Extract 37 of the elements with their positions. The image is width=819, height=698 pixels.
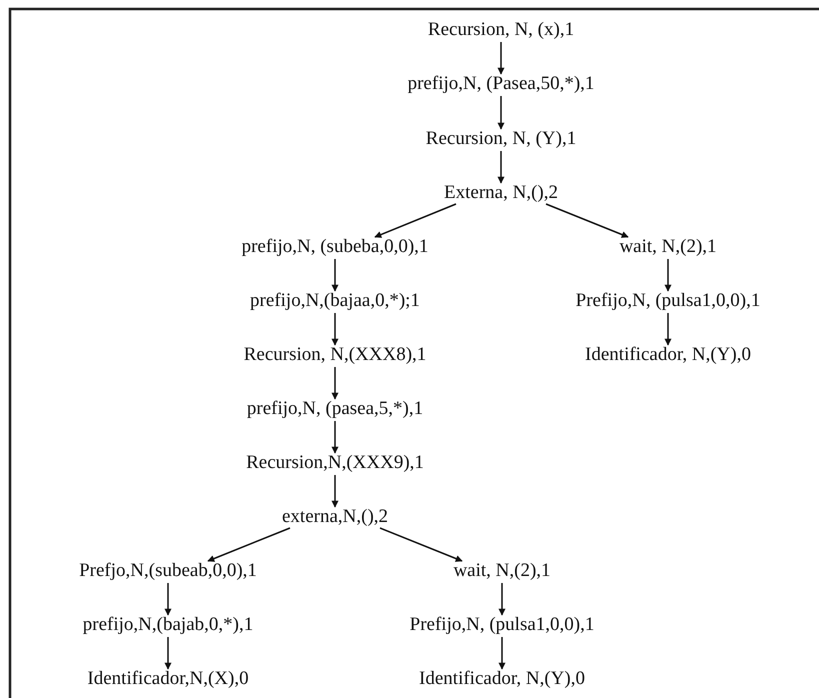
node-label: Prefijo,N, (pulsa1,0,0),1 <box>410 614 594 636</box>
arrow <box>374 203 456 238</box>
node-label: Identificador, N,(Y),0 <box>419 668 585 690</box>
node-label: prefijo,N,(bajaa,0,*);1 <box>250 290 420 312</box>
node-label: externa,N,(),2 <box>282 506 388 528</box>
node-label: wait, N,(2),1 <box>453 560 551 582</box>
arrow <box>380 527 463 562</box>
node-label: Recursion, N, (x),1 <box>428 19 574 41</box>
node-label: Recursion,N,(XXX9),1 <box>246 452 424 474</box>
node-label: prefijo,N, (pasea,5,*),1 <box>246 398 424 420</box>
node-label: Recursion, N, (Y),1 <box>426 128 576 150</box>
arrow <box>498 637 506 670</box>
arrow <box>546 203 629 238</box>
arrow <box>664 259 672 292</box>
node-label: Prefijo,N, (pulsa1,0,0),1 <box>576 290 760 312</box>
node-label: prefijo,N,(bajab,0,*),1 <box>82 614 254 636</box>
arrow <box>332 367 338 400</box>
arrow <box>164 583 172 616</box>
arrow <box>498 583 506 616</box>
arrow <box>332 475 338 508</box>
node-label: Recursion, N,(XXX8),1 <box>244 344 426 366</box>
node-label: prefijo,N, (Pasea,50,*),1 <box>408 73 594 95</box>
node-label: Prefjo,N,(subeab,0,0),1 <box>79 560 257 582</box>
node-label: prefijo,N, (subeba,0,0),1 <box>242 236 428 258</box>
arrow <box>207 527 290 562</box>
node-label: Identificador,N,(X),0 <box>87 668 249 690</box>
node-label: Identificador, N,(Y),0 <box>585 344 751 366</box>
arrow <box>498 96 504 130</box>
arrow <box>664 313 672 346</box>
node-label: wait, N,(2),1 <box>619 236 717 258</box>
node-label: Externa, N,(),2 <box>444 182 558 204</box>
arrow <box>332 259 338 292</box>
arrow <box>332 421 338 454</box>
arrow <box>332 313 338 346</box>
arrow <box>498 151 504 184</box>
arrow <box>498 42 504 75</box>
arrow <box>164 637 172 670</box>
